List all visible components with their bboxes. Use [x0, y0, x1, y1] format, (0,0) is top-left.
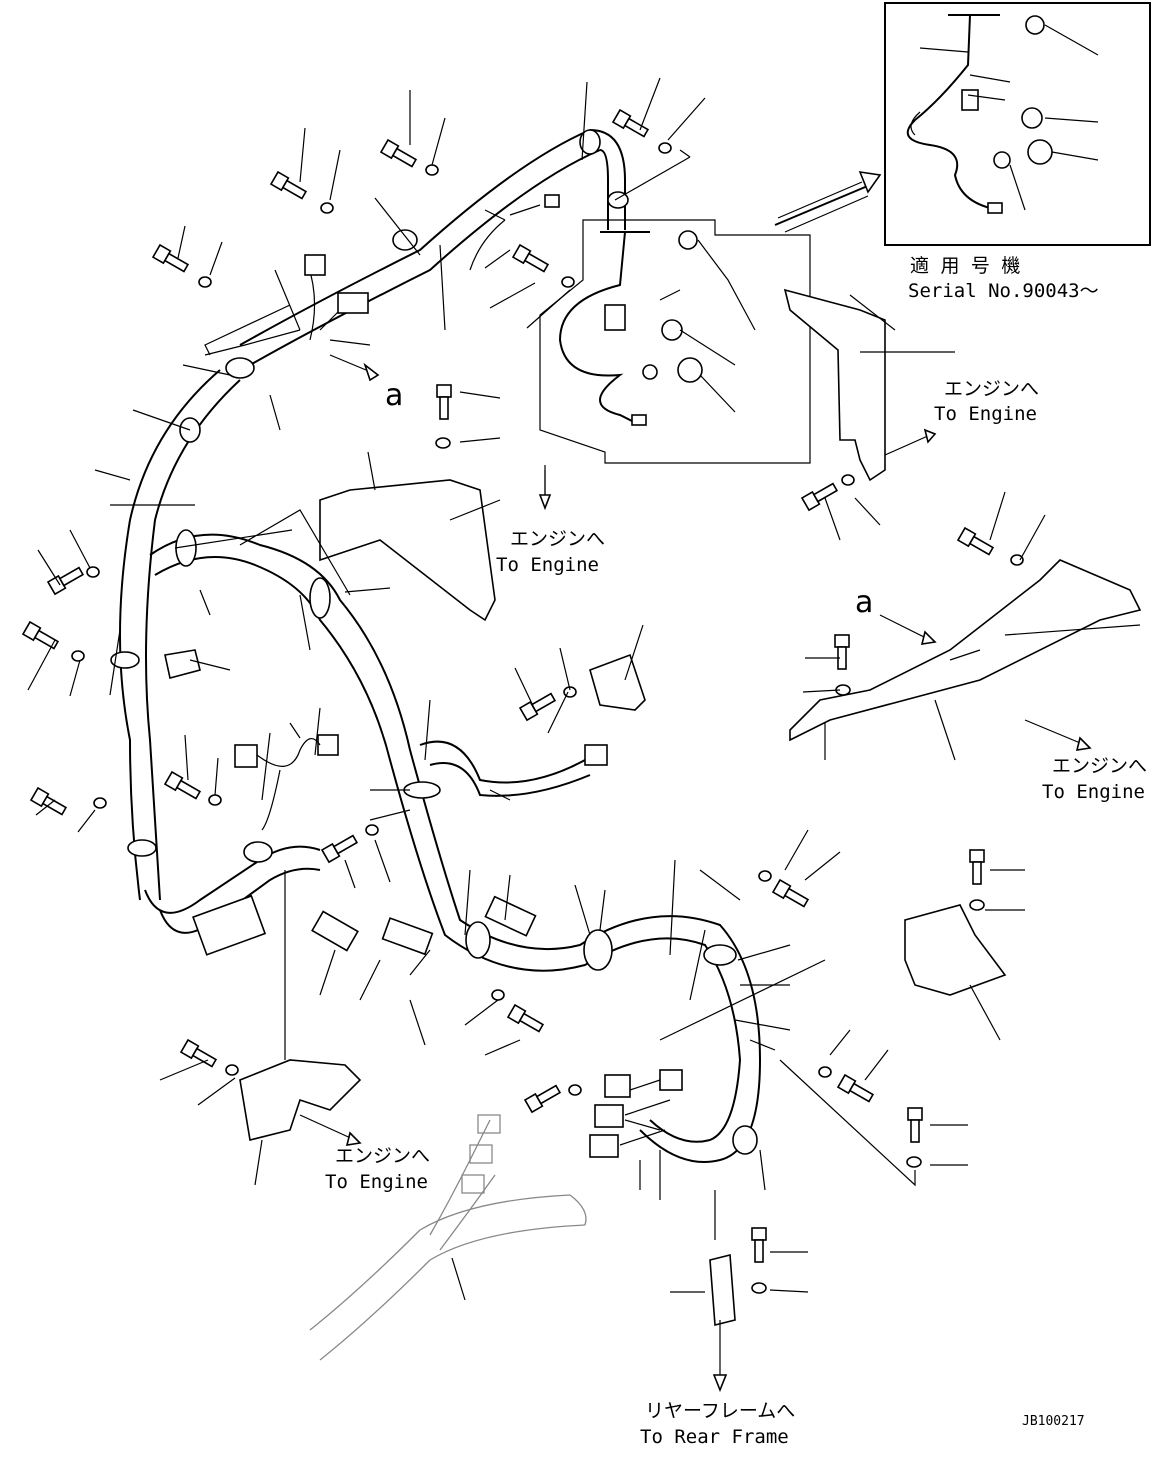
callout-a-upper: a	[385, 378, 403, 413]
brackets	[164, 288, 1142, 1327]
to-engine-label-jp-4: エンジンへ	[335, 1145, 430, 1167]
to-engine-label-en-1: To Engine	[934, 403, 1037, 425]
to-engine-label-en-3: To Engine	[1042, 781, 1145, 803]
callout-a-right: a	[855, 585, 873, 620]
serial-inset	[884, 2, 1151, 246]
to-rear-frame-label-jp: リヤーフレームへ	[645, 1400, 795, 1422]
detail-box	[539, 219, 811, 464]
main-harness	[119, 129, 762, 1163]
to-engine-label-en-4: To Engine	[325, 1171, 428, 1193]
drawing-id: JB100217	[1022, 1414, 1085, 1429]
applicable-serial-label: 適 用 号 機	[910, 255, 1020, 277]
to-engine-label-jp-3: エンジンへ	[1052, 755, 1147, 777]
serial-number-label: Serial No.90043～	[908, 280, 1099, 302]
sleeves	[311, 895, 537, 956]
to-rear-frame-label-en: To Rear Frame	[640, 1426, 789, 1448]
bolts-washers	[21, 108, 1024, 1294]
connector-cluster	[234, 734, 683, 1158]
to-engine-label-en-2: To Engine	[496, 554, 599, 576]
harness-clamps	[110, 129, 758, 1155]
direction-arrows	[299, 354, 1092, 1393]
phantom-harness	[309, 1114, 587, 1361]
inset-pointer-arrow	[774, 171, 882, 233]
to-engine-label-jp-2: エンジンへ	[510, 528, 605, 550]
to-engine-label-jp-1: エンジンへ	[944, 378, 1039, 400]
